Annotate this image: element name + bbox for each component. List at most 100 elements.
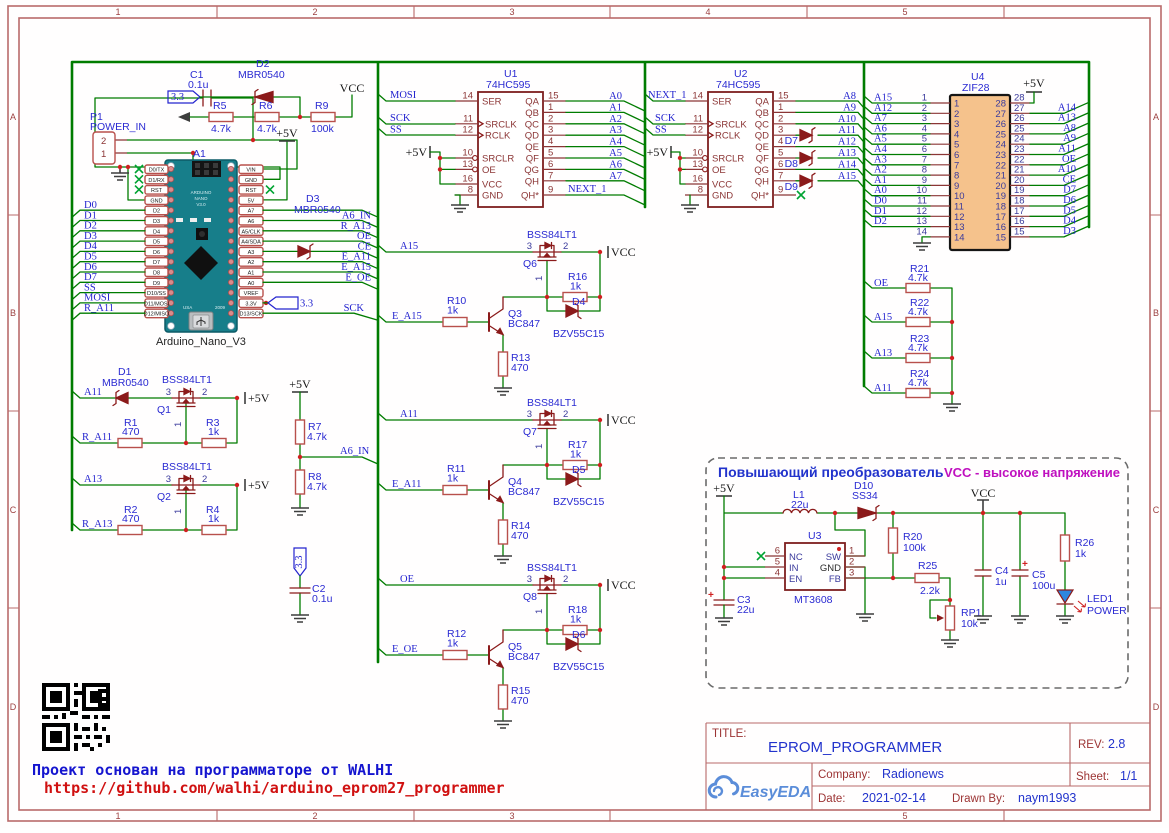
net-label[interactable]: D0 <box>84 200 97 211</box>
resistor-r5[interactable]: R5 4.7k <box>208 100 234 135</box>
net-flag-3v3-pin[interactable]: 3.3 <box>262 296 313 310</box>
net-label[interactable]: E_OE <box>345 272 371 283</box>
diode-d3[interactable]: D3 MBR0540 <box>294 193 341 260</box>
net-label[interactable]: D0 <box>874 196 887 207</box>
net-label[interactable]: A7 <box>874 113 887 124</box>
net-label[interactable]: A6_IN <box>342 211 372 222</box>
diode-d1[interactable]: D1 MBR0540 <box>102 366 149 407</box>
resistor-r9[interactable]: R9 100k <box>310 100 336 135</box>
net-label[interactable]: A2 <box>609 114 622 125</box>
net-label[interactable]: D1 <box>874 206 887 217</box>
net-label[interactable]: D5 <box>1063 205 1076 216</box>
net-label[interactable]: A8 <box>843 91 856 102</box>
net-label[interactable]: A0 <box>874 185 887 196</box>
resistor-r8[interactable] <box>294 469 306 495</box>
net-label[interactable]: A14 <box>838 159 857 170</box>
net-label[interactable]: A6 <box>874 123 887 134</box>
transistor-q5[interactable] <box>488 629 505 669</box>
diode-d10[interactable]: D10 SS34 <box>852 480 880 522</box>
net-label[interactable]: A9 <box>843 102 856 113</box>
credit-url[interactable]: https://github.com/walhi/arduino_eprom27… <box>44 779 505 797</box>
mosfet-q6[interactable] <box>532 241 562 262</box>
net-label[interactable]: A13 <box>84 474 102 485</box>
net-label[interactable]: A15 <box>874 93 892 104</box>
resistor-r26[interactable]: R26 1k <box>1059 534 1095 562</box>
zener-d5[interactable]: D5 BZV55C15 <box>553 464 605 508</box>
capacitor-c1[interactable]: C1 0.1u <box>188 69 212 107</box>
resistor-r25[interactable]: R25 2.2k <box>914 560 941 597</box>
net-label[interactable]: E_A11 <box>342 252 371 263</box>
net-label[interactable]: E_A15 <box>392 311 422 322</box>
a6-divider[interactable]: +5V R7 4.7k A6_IN R8 4.7k 3.3 C2 0.1u <box>289 377 379 623</box>
net-label[interactable]: D2 <box>874 216 887 227</box>
net-label[interactable]: OE <box>874 278 888 289</box>
net-label[interactable]: A3 <box>874 154 887 165</box>
net-label[interactable]: A0 <box>609 91 622 102</box>
net-label[interactable]: A2 <box>874 165 887 176</box>
net-label[interactable]: MOSI <box>390 90 417 101</box>
mosfet-q8[interactable] <box>532 574 562 595</box>
transistor-q3[interactable] <box>488 296 505 336</box>
net-label[interactable]: A11 <box>838 125 856 136</box>
net-label[interactable]: R_A11 <box>84 303 114 314</box>
resistor-r12[interactable] <box>442 649 468 661</box>
net-label[interactable]: A15 <box>400 241 418 252</box>
net-label[interactable]: CE <box>1063 174 1076 185</box>
net-label[interactable]: SS <box>655 125 667 136</box>
resistor-r1[interactable] <box>117 437 143 449</box>
net-label[interactable]: E_A15 <box>341 262 371 273</box>
resistor-r13[interactable] <box>497 351 509 377</box>
net-label[interactable]: A11 <box>400 409 418 420</box>
net-label[interactable]: A10 <box>838 114 856 125</box>
net-label[interactable]: OE <box>1062 154 1076 165</box>
capacitor-c2[interactable]: C2 0.1u <box>289 583 333 605</box>
zener-d4[interactable]: D4 BZV55C15 <box>553 296 605 340</box>
net-label[interactable]: CE <box>358 241 371 252</box>
mosfet-q7[interactable] <box>532 409 562 430</box>
net-label[interactable]: A12 <box>874 103 892 114</box>
level-shifter-q2[interactable]: A13 BSS84LT1 3 2 Q2 1 +5V R_A13 R2 470 R… <box>71 461 270 536</box>
net-label[interactable]: NEXT_1 <box>568 184 607 195</box>
resistor-r14[interactable] <box>497 519 509 545</box>
pulldown-resistors[interactable]: OE A15 A13 A11 R21 4.7k R22 4.7k R23 4.7… <box>863 263 961 412</box>
net-label[interactable]: SS <box>84 282 96 293</box>
capacitor-c5[interactable]: + C5 100u <box>1011 559 1056 624</box>
net-label[interactable]: D6 <box>1063 195 1076 206</box>
hv-switch-cluster-oe[interactable]: OE E_OE BSS84LT1 3 2 Q8 1 VCC R18 1k D6 … <box>377 562 636 729</box>
net-label[interactable]: SCK <box>344 303 365 314</box>
net-label[interactable]: A8 <box>1063 123 1076 134</box>
net-label[interactable]: A11 <box>84 387 102 398</box>
resistor-r10[interactable] <box>442 316 468 328</box>
net-label[interactable]: A13 <box>874 348 892 359</box>
mosfet-q1[interactable] <box>171 387 201 408</box>
resistor-r3[interactable] <box>201 437 227 449</box>
net-label[interactable]: A3 <box>609 125 622 136</box>
resistor-r11[interactable] <box>442 484 468 496</box>
net-label[interactable]: R_A13 <box>341 221 371 232</box>
ic-u2-74hc595[interactable]: U2 74HC595 14 11 12 10 13 16 8 SER SRCLK… <box>644 68 865 213</box>
net-label[interactable]: D3 <box>1063 226 1076 237</box>
net-label[interactable]: SS <box>390 125 402 136</box>
net-label[interactable]: A13 <box>1058 113 1076 124</box>
resistor-r16[interactable] <box>562 291 588 303</box>
net-label[interactable]: A1 <box>874 175 887 186</box>
net-label[interactable]: A6 <box>609 159 622 170</box>
net-label[interactable]: D5 <box>84 252 97 263</box>
capacitor-c3[interactable]: + C3 22u <box>708 590 755 626</box>
transistor-q4[interactable] <box>488 464 505 504</box>
net-label[interactable]: D1 <box>84 210 97 221</box>
arduino-nano[interactable]: A1 ARDUINO NANO V3.0 USA 2009 Arduino_Na… <box>156 148 246 348</box>
net-label[interactable]: A5 <box>874 134 887 145</box>
net-label[interactable]: E_OE <box>392 644 418 655</box>
net-label[interactable]: A14 <box>1058 102 1077 113</box>
net-label[interactable]: D7 <box>84 272 97 283</box>
net-label[interactable]: A5 <box>609 148 622 159</box>
net-label[interactable]: D4 <box>84 241 98 252</box>
net-label[interactable]: A4 <box>609 137 623 148</box>
hv-switch-cluster-a15[interactable]: A15 E_A15 BSS84LT1 3 2 Q6 1 VCC R16 1k D… <box>377 229 636 396</box>
net-label[interactable]: R_A13 <box>82 519 112 530</box>
inductor-l1[interactable]: L1 22u <box>782 489 818 514</box>
net-label[interactable]: A15 <box>838 171 856 182</box>
resistor-r6[interactable]: R6 4.7k <box>254 100 280 135</box>
net-label[interactable]: A15 <box>874 312 892 323</box>
